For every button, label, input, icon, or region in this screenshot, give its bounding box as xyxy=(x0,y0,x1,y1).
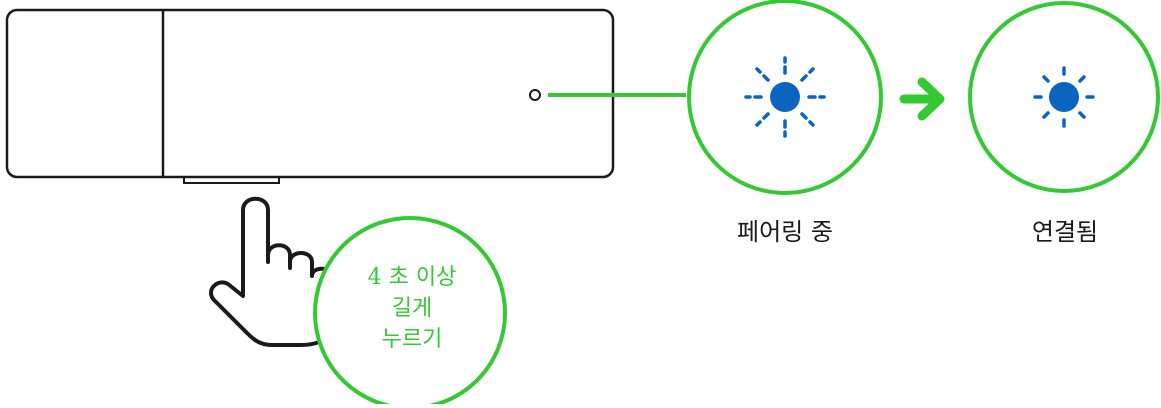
press-instruction-circle xyxy=(313,216,507,408)
device-led xyxy=(529,89,541,101)
led-solid-icon xyxy=(1033,66,1095,128)
pointing-hand-icon xyxy=(209,196,334,347)
arrow-right-icon xyxy=(899,77,945,121)
pairing-label: 페어링 중 xyxy=(737,218,833,246)
press-instruction-line-2: 길게 xyxy=(391,296,433,321)
press-instruction-text: 4 초 이상 길게 누르기 xyxy=(312,262,512,355)
device-button[interactable] xyxy=(183,177,280,184)
connected-label: 연결됨 xyxy=(1031,218,1099,246)
press-instruction-line-1: 4 초 이상 xyxy=(367,265,457,290)
led-blinking-icon xyxy=(744,56,826,138)
press-instruction-line-3: 누르기 xyxy=(381,327,443,352)
device xyxy=(5,8,615,184)
device-body xyxy=(5,8,615,179)
